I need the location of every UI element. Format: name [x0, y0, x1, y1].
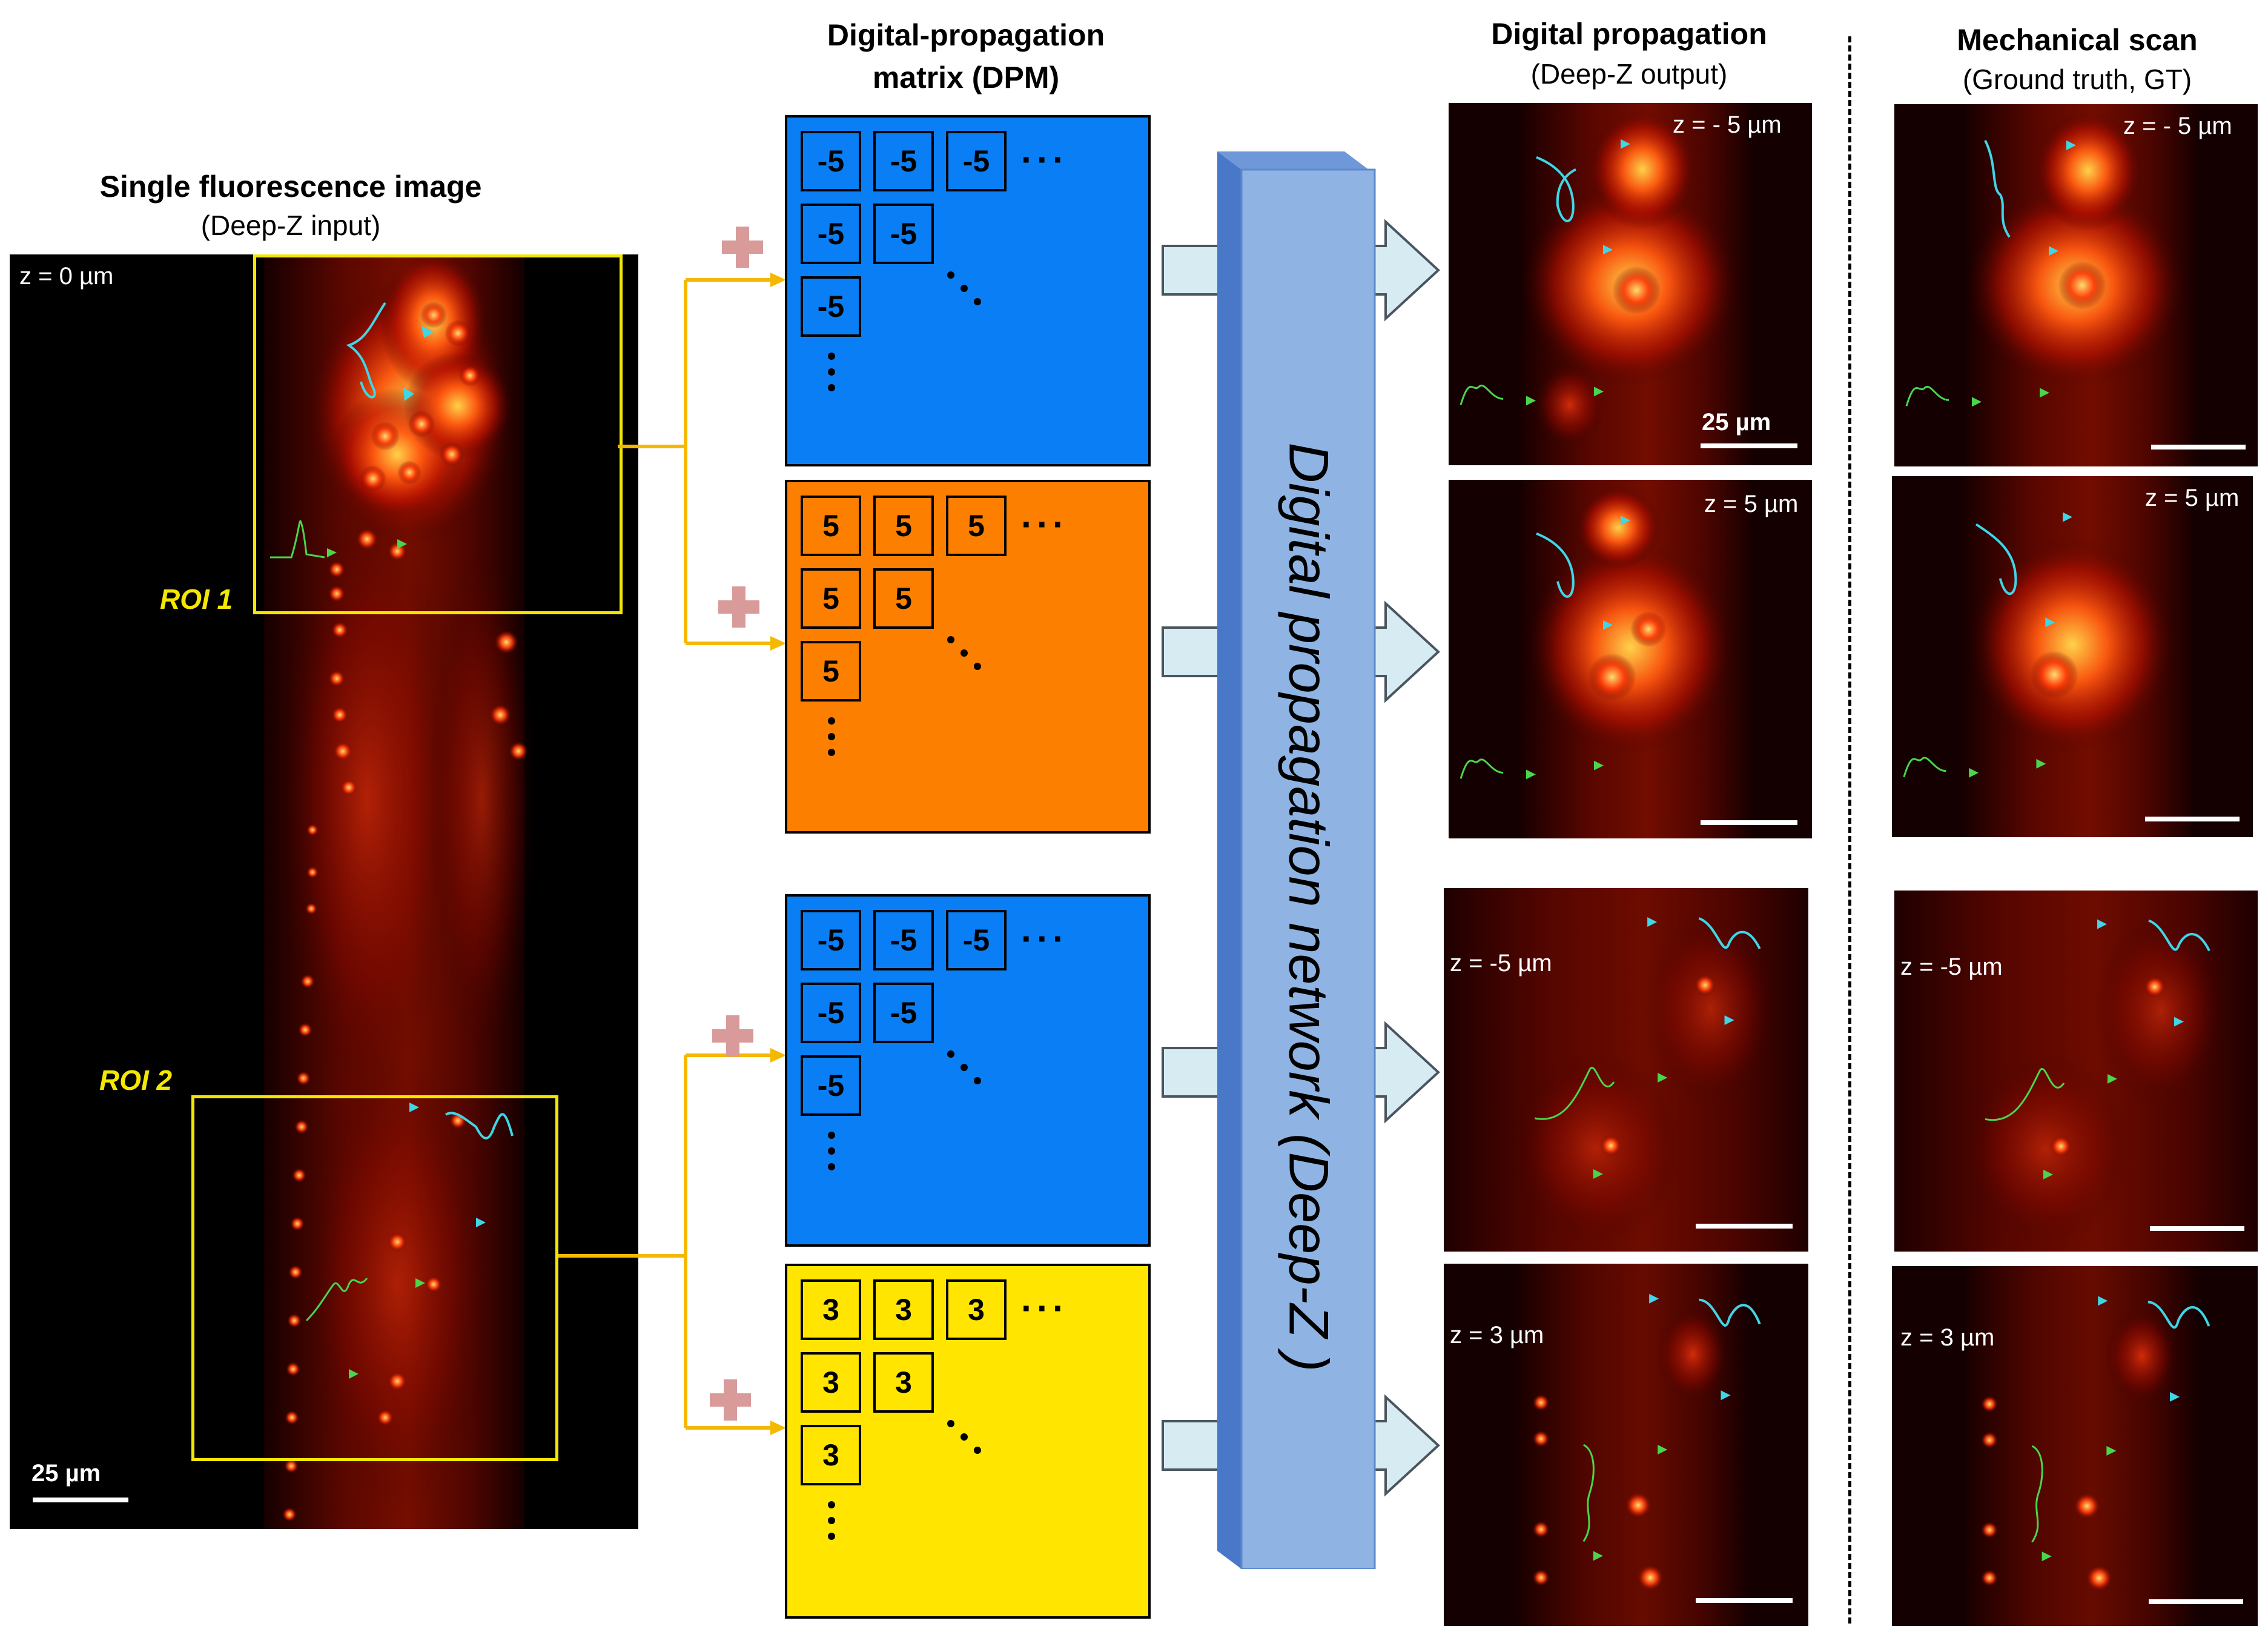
output-1-z-label: z = - 5 µm	[1673, 111, 1782, 138]
network-label: Digital propagation network (Deep-Z )	[1277, 442, 1340, 1372]
gt-panel-2: z = 5 µm	[1892, 476, 2253, 837]
dpm-cell: -5	[873, 983, 934, 1043]
dpm-ellipsis-vertical	[828, 353, 835, 391]
dpm-cell: 3	[873, 1352, 934, 1413]
gt-subtitle: (Ground truth, GT)	[1962, 64, 2192, 95]
dpm-ellipsis-horizontal: ···	[1021, 504, 1068, 545]
output-3-scale-bar	[1696, 1224, 1793, 1229]
output-title: Digital propagation	[1491, 17, 1767, 51]
output-1-scale-label: 25 µm	[1702, 409, 1771, 436]
gt-1-z-label: z = - 5 µm	[2123, 113, 2232, 139]
output-4-scale-bar	[1696, 1598, 1793, 1603]
dpm-cell: 3	[801, 1279, 861, 1340]
gt-title: Mechanical scan	[1957, 23, 2198, 57]
dpm-ellipsis-vertical	[828, 1501, 835, 1540]
dpm-cell: -5	[801, 1055, 861, 1116]
dpm-cell: 3	[946, 1279, 1007, 1340]
roi-2-box	[191, 1095, 558, 1461]
dpm-cell: 3	[801, 1425, 861, 1485]
gt-panel-3: z = -5 µm	[1894, 891, 2258, 1252]
dpm-cell: -5	[801, 204, 861, 264]
dpm-ellipsis-diagonal	[947, 1420, 981, 1454]
dpm-ellipsis-horizontal: ···	[1021, 139, 1068, 180]
output-2-scale-bar	[1701, 820, 1797, 825]
dpm-cell: 5	[873, 496, 934, 556]
output-3-z-label: z = -5 µm	[1450, 950, 1552, 977]
roi-2-label: ROI 2	[99, 1064, 173, 1096]
dpm-cell: -5	[801, 910, 861, 970]
gt-1-scale-bar	[2151, 445, 2246, 449]
dpm-ellipsis-vertical	[828, 1132, 835, 1170]
output-panel-3: z = -5 µm	[1444, 888, 1808, 1252]
dpm-ellipsis-diagonal	[947, 1050, 981, 1084]
dpm-cell: -5	[873, 204, 934, 264]
dpm-cell: 3	[873, 1279, 934, 1340]
dpm-matrix-3: -5 -5 -5 -5 -5 -5 ···	[785, 894, 1151, 1247]
input-fluorescence-image: z = 0 µm 25 µm ROI 1 ROI 2	[10, 254, 638, 1529]
gt-panel-1: z = - 5 µm	[1894, 104, 2258, 466]
section-divider	[1848, 36, 1851, 1624]
input-z-label: z = 0 µm	[19, 263, 114, 290]
dpm-cell: -5	[946, 131, 1007, 191]
dpm-cell: 3	[801, 1352, 861, 1413]
dpm-title-line2: matrix (DPM)	[872, 61, 1060, 95]
dpm-cell: 5	[801, 496, 861, 556]
dpm-cell: -5	[873, 131, 934, 191]
input-subtitle: (Deep-Z input)	[200, 210, 381, 241]
dpm-cell: -5	[946, 910, 1007, 970]
dpm-cell: 5	[801, 641, 861, 702]
input-title: Single fluorescence image	[99, 170, 482, 204]
output-1-scale-bar	[1701, 443, 1797, 448]
input-scale-label: 25 µm	[31, 1460, 101, 1487]
output-2-z-label: z = 5 µm	[1704, 491, 1799, 517]
gt-3-z-label: z = -5 µm	[1900, 954, 2003, 980]
output-panel-4: z = 3 µm	[1444, 1264, 1808, 1626]
dpm-matrix-4: 3 3 3 3 3 3 ···	[785, 1264, 1151, 1619]
output-panel-1: z = - 5 µm 25 µm	[1449, 103, 1812, 465]
dpm-ellipsis-diagonal	[947, 271, 981, 305]
dpm-matrix-1: -5 -5 -5 -5 -5 -5 ···	[785, 115, 1151, 466]
dpm-title-line1: Digital-propagation	[827, 18, 1105, 52]
dpm-cell: 5	[801, 568, 861, 629]
dpm-ellipsis-diagonal	[947, 636, 981, 670]
output-panel-2: z = 5 µm	[1449, 480, 1812, 838]
gt-2-z-label: z = 5 µm	[2145, 485, 2240, 511]
dpm-cell: -5	[801, 131, 861, 191]
dpm-cell: -5	[801, 983, 861, 1043]
output-subtitle: (Deep-Z output)	[1530, 58, 1728, 90]
gt-panel-4: z = 3 µm	[1892, 1266, 2258, 1626]
dpm-ellipsis-horizontal: ···	[1021, 918, 1068, 959]
gt-4-scale-bar	[2149, 1599, 2243, 1604]
dpm-matrix-2: 5 5 5 5 5 5 ···	[785, 480, 1151, 834]
dpm-cell: 5	[946, 496, 1007, 556]
gt-2-scale-bar	[2145, 817, 2240, 821]
dpm-ellipsis-vertical	[828, 717, 835, 756]
dpm-ellipsis-horizontal: ···	[1021, 1288, 1068, 1328]
roi-1-box	[253, 254, 623, 614]
output-4-z-label: z = 3 µm	[1450, 1322, 1544, 1348]
dpm-cell: -5	[873, 910, 934, 970]
roi-1-label: ROI 1	[160, 583, 233, 615]
dpm-cell: -5	[801, 276, 861, 337]
gt-4-z-label: z = 3 µm	[1900, 1324, 1995, 1351]
dpm-cell: 5	[873, 568, 934, 629]
network-block	[1217, 151, 1376, 1569]
gt-3-scale-bar	[2150, 1226, 2244, 1231]
input-scale-bar	[33, 1498, 128, 1502]
